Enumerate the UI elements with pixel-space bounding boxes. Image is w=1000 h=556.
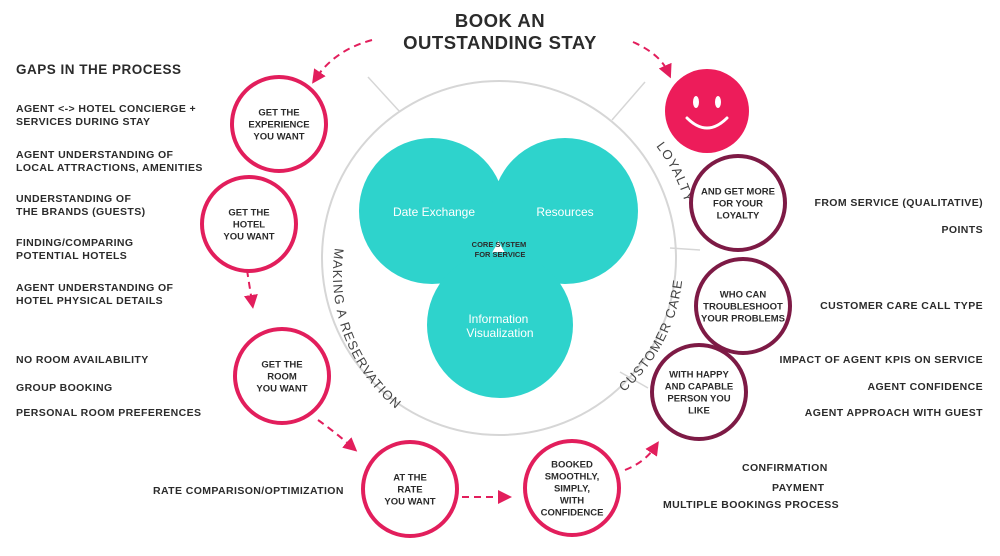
gap-label: GROUP BOOKING xyxy=(16,382,113,394)
gap-label: AGENT <-> HOTEL CONCIERGE + SERVICES DUR… xyxy=(16,103,197,128)
core-circle-resources xyxy=(492,138,638,284)
gap-label: CONFIRMATION xyxy=(742,462,828,474)
core-center-label: CORE SYSTEM FOR SERVICE xyxy=(472,240,529,259)
step-circle-loyalty xyxy=(689,154,787,252)
gap-label: UNDERSTANDING OF THE BRANDS (GUESTS) xyxy=(16,193,146,218)
core-circle-information-visualization xyxy=(427,252,573,398)
step-circle-experience xyxy=(230,75,328,173)
gap-label: FINDING/COMPARING POTENTIAL HOTELS xyxy=(16,237,134,262)
gap-label: MULTIPLE BOOKINGS PROCESS xyxy=(663,499,840,511)
smiley-face-icon xyxy=(665,69,749,153)
gap-label: CUSTOMER CARE CALL TYPE xyxy=(820,300,983,312)
gap-label: PAYMENT xyxy=(772,482,825,494)
flow-arrow-top-left xyxy=(312,39,373,84)
gap-label: AGENT UNDERSTANDING OF LOCAL ATTRACTIONS… xyxy=(16,149,203,174)
spoke-line xyxy=(611,81,646,121)
spoke-line xyxy=(619,371,649,389)
gaps-heading: GAPS IN THE PROCESS xyxy=(16,62,182,77)
step-circle-booked xyxy=(523,439,621,537)
flow-arrow-booked-happy xyxy=(624,441,659,471)
spoke-line xyxy=(669,247,701,251)
gap-label: AGENT UNDERSTANDING OF HOTEL PHYSICAL DE… xyxy=(16,282,174,307)
gap-label: POINTS xyxy=(941,224,983,236)
gap-label: AGENT APPROACH WITH GUEST xyxy=(804,407,983,419)
spoke-line xyxy=(367,76,401,113)
gap-label: PERSONAL ROOM PREFERENCES xyxy=(16,407,202,419)
step-circle-happy xyxy=(650,343,748,441)
core-circle-date-exchange xyxy=(359,138,505,284)
step-circle-troubleshoot xyxy=(694,257,792,355)
page-title: BOOK AN OUTSTANDING STAY xyxy=(403,10,597,53)
process-ring xyxy=(321,80,677,436)
gap-label: IMPACT OF AGENT KPIS ON SERVICE xyxy=(779,354,983,366)
gap-label: NO ROOM AVAILABILITY xyxy=(16,354,149,366)
step-circle-rate xyxy=(361,440,459,538)
core-label-date-exchange: Date Exchange xyxy=(393,205,475,219)
step-circle-room xyxy=(233,327,331,425)
flow-arrow-room-rate xyxy=(317,419,358,452)
gap-label: RATE COMPARISON/OPTIMIZATION xyxy=(153,485,344,497)
step-circle-hotel xyxy=(200,175,298,273)
flow-arrow-top-right xyxy=(632,41,672,79)
flow-arrow-hotel-room xyxy=(244,269,258,309)
core-label-information-visualization: Information Visualization xyxy=(466,312,533,340)
gap-label: FROM SERVICE (QUALITATIVE) xyxy=(814,197,983,209)
gap-label: AGENT CONFIDENCE xyxy=(867,381,983,393)
core-label-resources: Resources xyxy=(536,205,593,219)
